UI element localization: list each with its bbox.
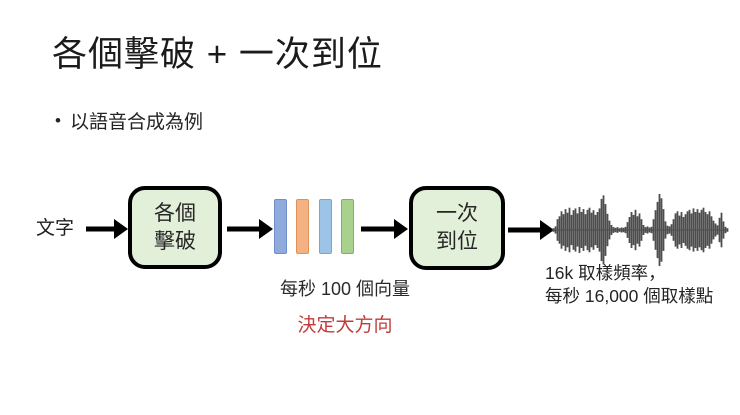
stage2-box: 一次 到位	[409, 186, 505, 270]
arrow-head	[394, 219, 408, 239]
bullet-item: • 以語音合成為例	[55, 107, 203, 134]
arrow-shaft	[227, 226, 261, 232]
vector-bar-blue	[274, 199, 287, 254]
arrow-head	[114, 219, 128, 239]
bullet-text: 以語音合成為例	[69, 112, 203, 133]
stage1-box: 各個 擊破	[128, 186, 222, 269]
arrow-shaft	[361, 226, 396, 232]
arrow-head	[540, 220, 554, 240]
vector-bar-orange	[296, 199, 310, 254]
arrow-right-icon	[86, 218, 128, 240]
vectors-captions: 每秒 100 個向量 決定大方向	[230, 275, 460, 337]
arrow-right-icon	[361, 218, 408, 240]
sample-rate-caption-line2: 每秒 16,000 個取樣點	[545, 286, 714, 306]
arrow-shaft	[86, 226, 116, 232]
stage2-label: 一次 到位	[436, 202, 478, 253]
arrow-right-icon	[508, 219, 554, 241]
vector-bars-group	[274, 199, 354, 254]
bullet-marker-icon: •	[55, 111, 61, 130]
vectors-role-caption: 決定大方向	[297, 315, 393, 336]
vector-bar-green	[340, 199, 354, 254]
arrow-head	[259, 219, 273, 239]
audio-waveform-icon	[552, 194, 729, 266]
vector-bar-lightblue	[318, 199, 332, 254]
arrow-shaft	[508, 227, 542, 233]
slide-title: 各個擊破 + 一次到位	[52, 35, 383, 74]
arrow-right-icon	[227, 218, 273, 240]
sample-rate-caption-line1: 16k 取樣頻率，	[545, 263, 666, 283]
input-text-label: 文字	[36, 218, 75, 239]
waveform-captions: 16k 取樣頻率， 每秒 16,000 個取樣點	[545, 262, 713, 308]
stage1-label: 各個 擊破	[154, 201, 196, 253]
vectors-rate-caption: 每秒 100 個向量	[279, 279, 411, 299]
